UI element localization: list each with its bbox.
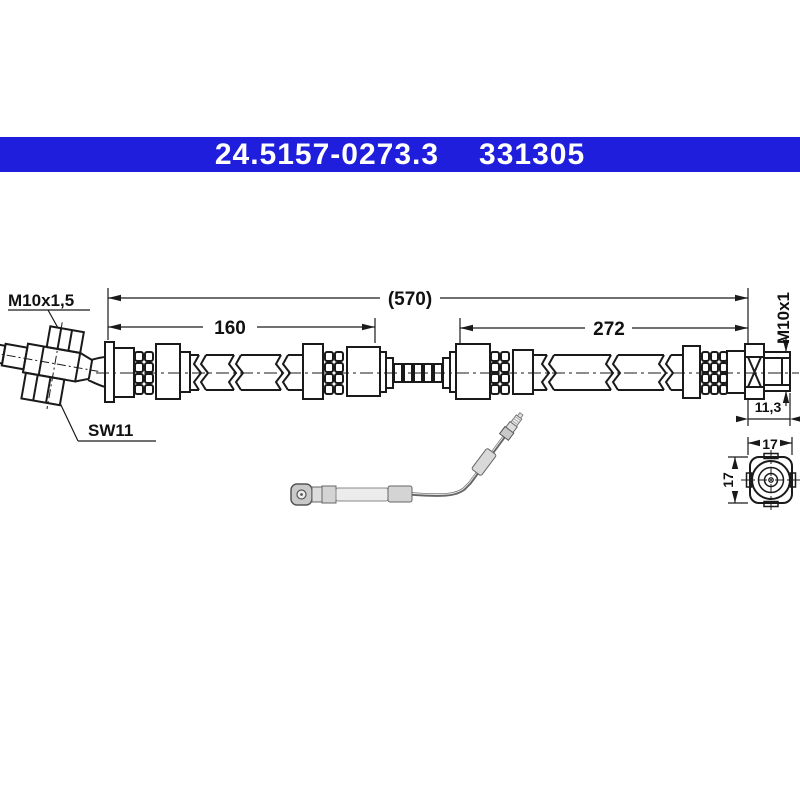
spring-guard-middle-left (324, 351, 344, 395)
label-leaders (8, 309, 156, 442)
spring-guard-left (134, 351, 154, 395)
left-thread-label: M10x1,5 (8, 291, 74, 310)
spring-guard-right (701, 351, 728, 395)
hose-body (104, 341, 683, 403)
right-section-label: 272 (593, 319, 625, 340)
dimension-arrows (108, 294, 800, 503)
spring-guard-middle-right (490, 351, 510, 395)
right-thread-label: M10x1 (774, 292, 793, 344)
end-view-height-label: 17 (720, 472, 736, 488)
reference-number: 331305 (479, 137, 586, 171)
bellows-pipe (393, 363, 443, 383)
part-number: 24.5157-0273.3 (214, 137, 440, 171)
hose-photo-inset (290, 412, 524, 506)
left-section-label: 160 (214, 318, 246, 339)
dimension-lines (107, 288, 793, 504)
right-fitting (682, 343, 791, 400)
left-fitting (0, 322, 107, 410)
wrench-size-label: SW11 (88, 421, 133, 440)
part-number-banner: 24.5157-0273.3 331305 (0, 137, 800, 172)
thread-length-label: 11,3 (755, 399, 782, 415)
end-view-width-label: 17 (762, 436, 778, 452)
overall-length-label: (570) (388, 289, 432, 310)
end-view (741, 450, 800, 510)
